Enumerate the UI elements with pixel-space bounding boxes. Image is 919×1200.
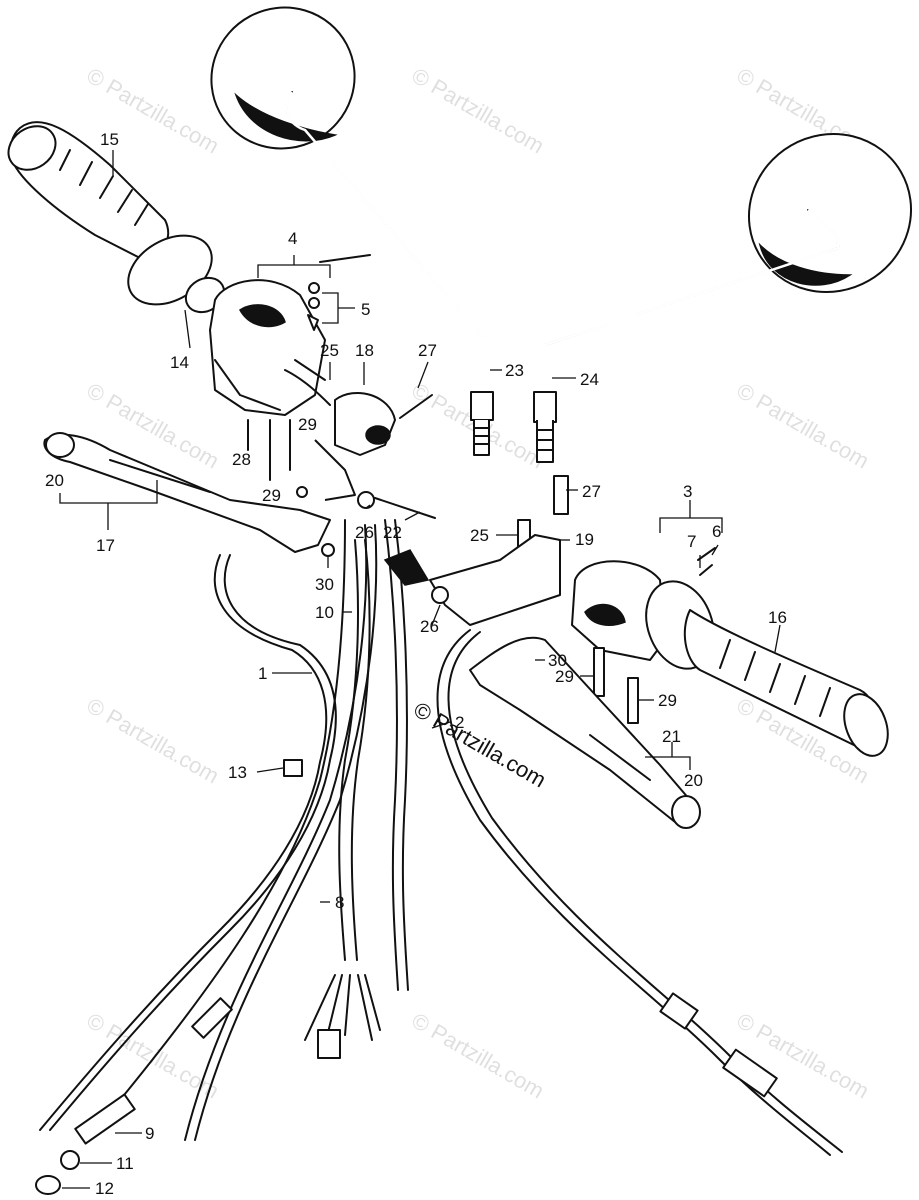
callout-24: 24 [580, 370, 599, 389]
center-bracket-parts [247, 359, 436, 557]
callout-29-right-a: 29 [555, 667, 574, 686]
callout-29-right-b: 29 [658, 691, 677, 710]
callout-4: 4 [288, 229, 297, 248]
callout-30-right: 30 [548, 651, 567, 670]
callout-7: 7 [687, 532, 696, 551]
callout-29-left: 29 [262, 486, 281, 505]
left-lever [43, 432, 331, 553]
callout-30-left: 30 [315, 575, 334, 594]
left-mirror [210, 6, 494, 456]
callout-22: 22 [383, 523, 402, 542]
right-mirror [533, 132, 913, 463]
callout-5: 5 [361, 300, 370, 319]
callout-18: 18 [355, 341, 374, 360]
callout-23: 23 [505, 361, 524, 380]
callout-labels: 15 4 5 14 25 18 27 23 24 29 28 29 20 17 … [45, 130, 787, 1198]
watermark-text: © Partzilla.com [83, 693, 224, 789]
callout-12: 12 [95, 1179, 114, 1198]
callout-9: 9 [145, 1124, 154, 1143]
callout-20-left: 20 [45, 471, 64, 490]
callout-11: 11 [116, 1154, 134, 1173]
watermark-text: © Partzilla.com [408, 1008, 549, 1104]
cable-bundle [35, 519, 843, 1195]
callout-15: 15 [100, 130, 119, 149]
left-grip [7, 121, 226, 314]
callout-13: 13 [228, 763, 247, 782]
callout-20-right: 20 [684, 771, 703, 790]
callout-3: 3 [683, 482, 692, 501]
callout-29-upper: 29 [298, 415, 317, 434]
right-switch-housing [517, 475, 716, 724]
callout-1: 1 [258, 664, 267, 683]
callout-16: 16 [768, 608, 787, 627]
callout-21: 21 [662, 727, 681, 746]
callout-19: 19 [575, 530, 594, 549]
callout-10: 10 [315, 603, 334, 622]
callout-8: 8 [335, 893, 344, 912]
right-grip [645, 580, 889, 757]
leader-lines [59, 150, 781, 1189]
callout-27-top: 27 [418, 341, 437, 360]
watermark-text: © Partzilla.com [408, 63, 549, 159]
callout-6: 6 [712, 522, 721, 541]
watermark-text: © Partzilla.com [733, 378, 874, 474]
callout-25-left: 25 [320, 341, 339, 360]
callout-14: 14 [170, 353, 189, 372]
callout-2: 2 [455, 713, 464, 732]
right-bracket-and-lever [383, 534, 701, 829]
left-switch-housing [209, 254, 371, 416]
callout-27-right: 27 [582, 482, 601, 501]
callout-25-right: 25 [470, 526, 489, 545]
callout-26-right: 26 [420, 617, 439, 636]
callout-26-center: 26 [355, 523, 374, 542]
callout-17: 17 [96, 536, 115, 555]
callout-28: 28 [232, 450, 251, 469]
